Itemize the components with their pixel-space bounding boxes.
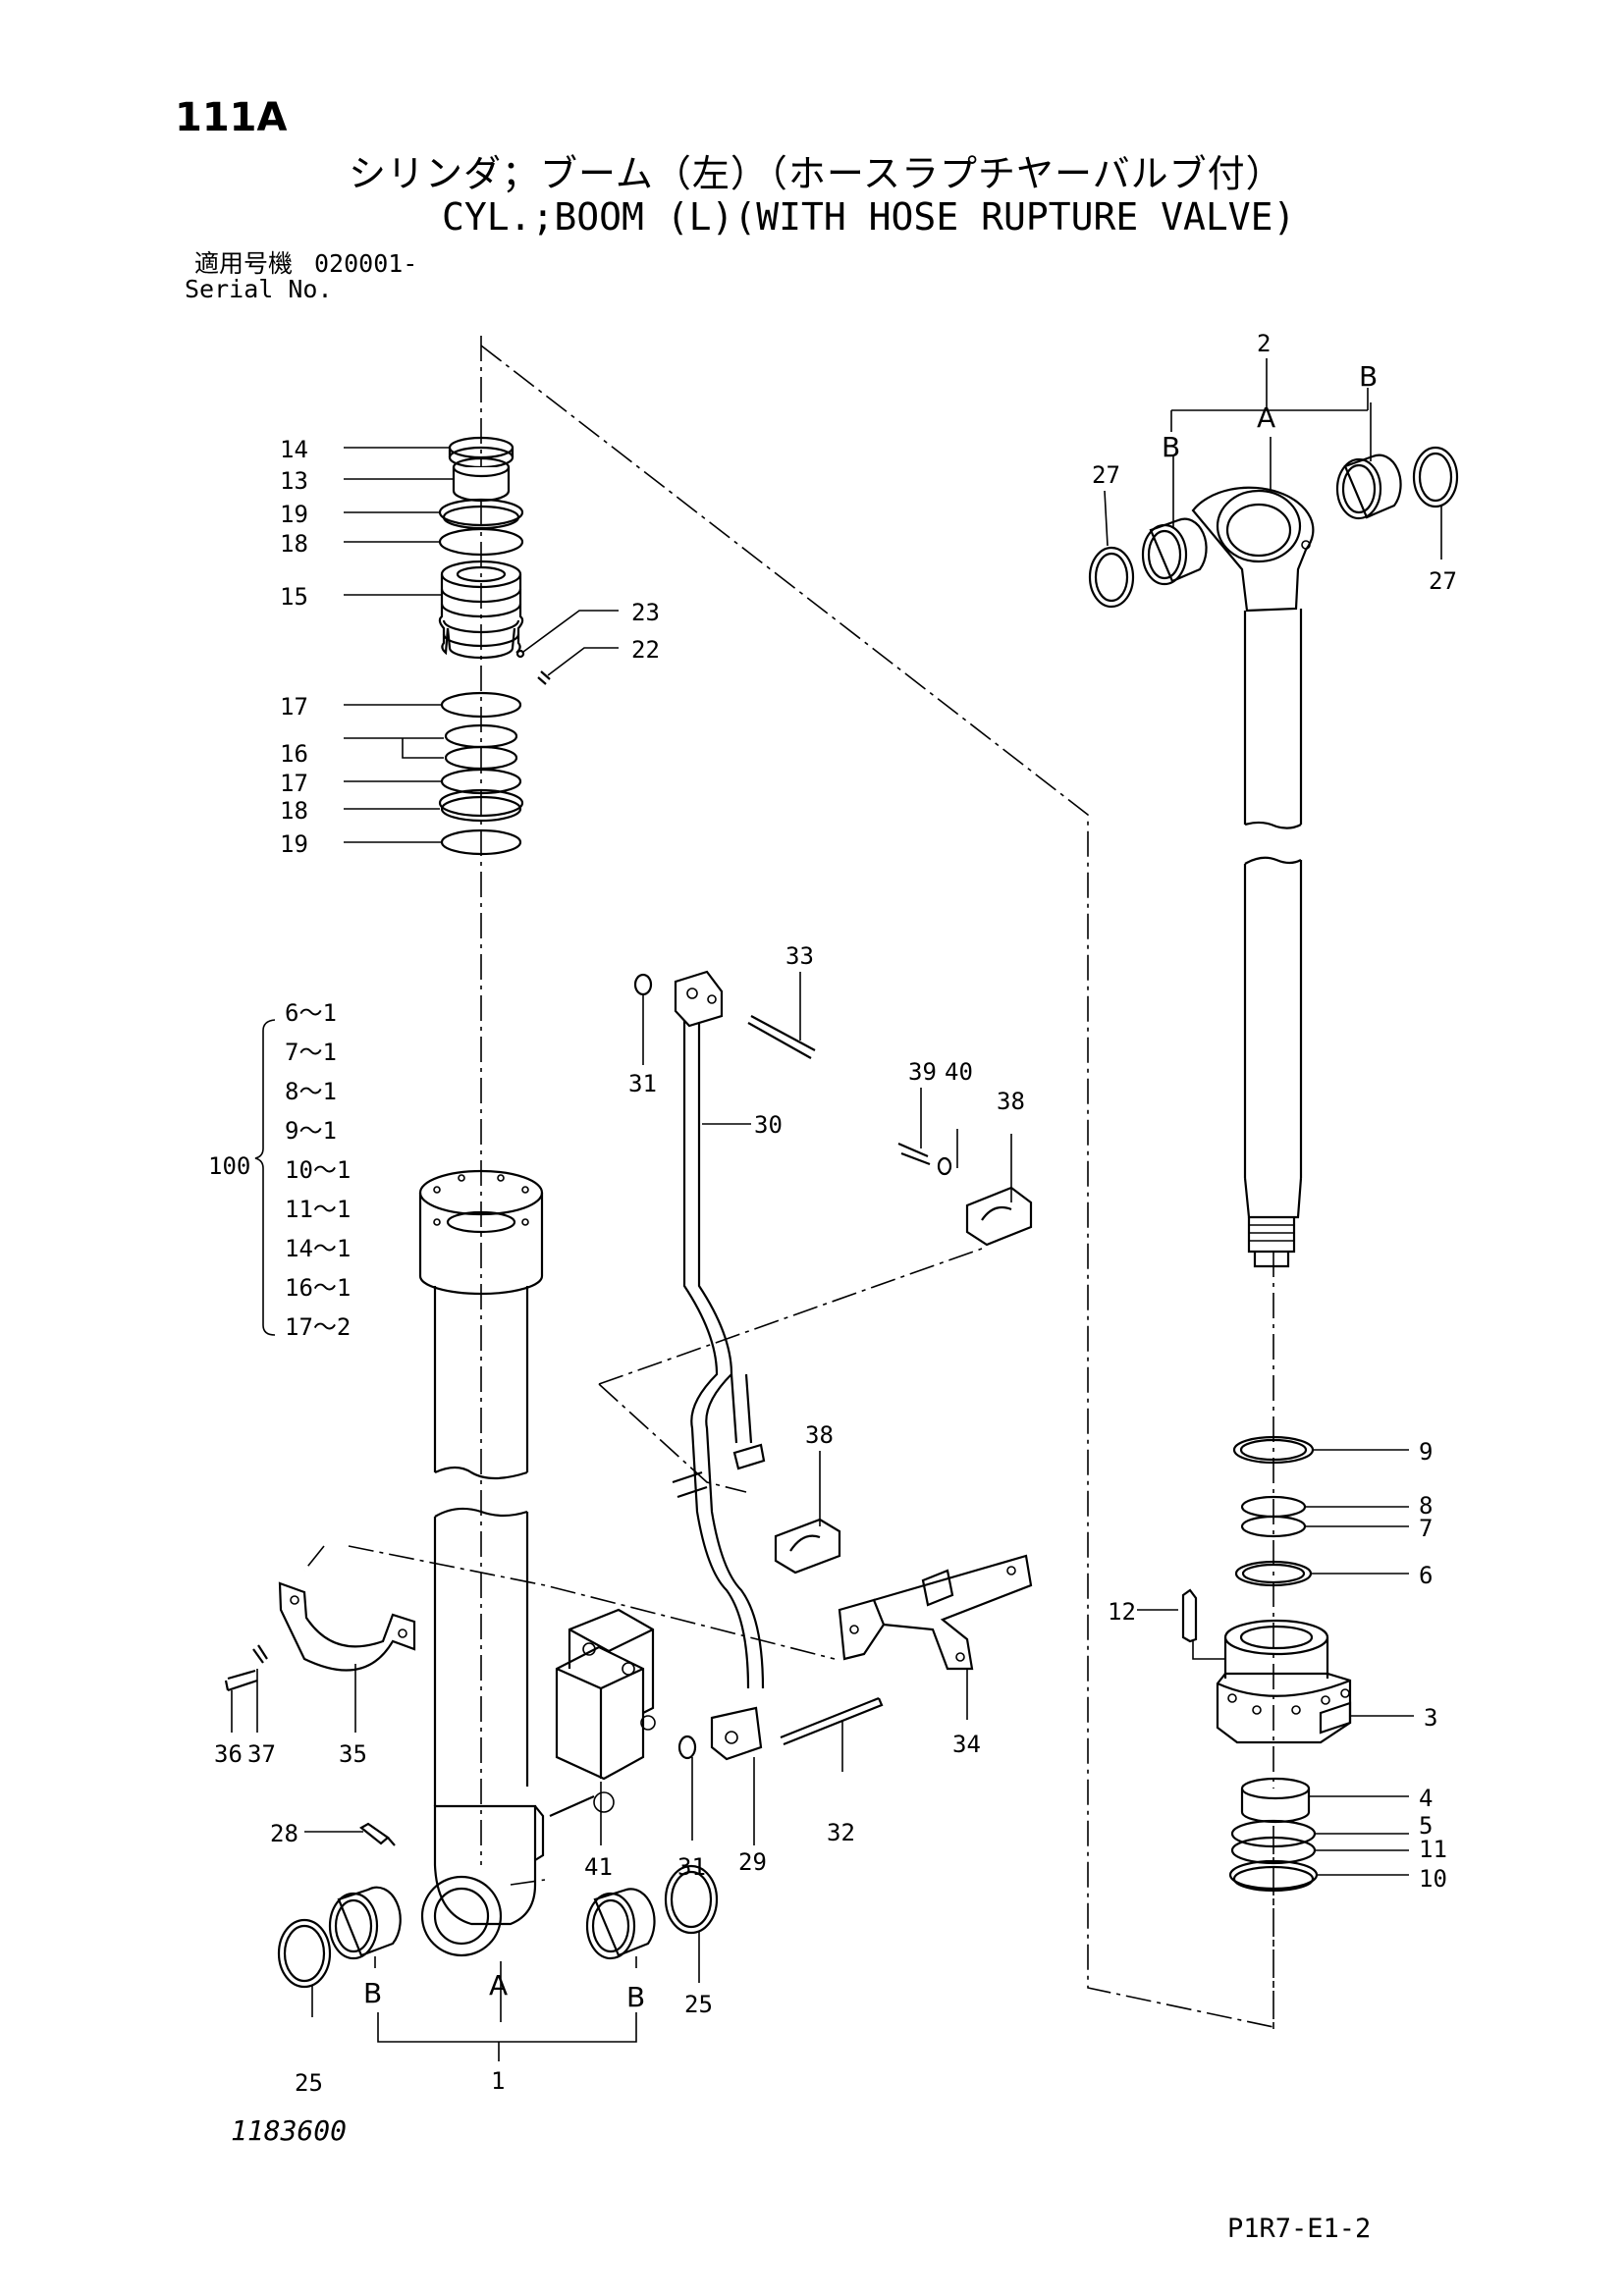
- callout-19: 19: [280, 501, 308, 528]
- callout-29: 29: [738, 1848, 767, 1876]
- callout-27: 27: [1092, 461, 1120, 489]
- callout-19: 19: [280, 830, 308, 858]
- callout-2: 2: [1257, 330, 1271, 357]
- letter-b-top-left: B: [1162, 431, 1180, 463]
- callout-16: 16: [280, 740, 308, 768]
- kit-item: 7～1: [285, 1039, 337, 1066]
- callout-1: 1: [491, 2067, 505, 2095]
- callout-34: 34: [952, 1731, 981, 1758]
- kit-item: 11～1: [285, 1196, 351, 1223]
- drawing-number: 1183600: [231, 2114, 348, 2147]
- page-title-japanese: シリンダ；ブーム（左）（ホースラプチヤーバルブ付）: [349, 152, 1284, 195]
- callout-17: 17: [280, 693, 308, 721]
- kit-item: 6～1: [285, 999, 337, 1027]
- callout-17: 17: [280, 770, 308, 797]
- callout-11: 11: [1419, 1836, 1447, 1863]
- callout-27: 27: [1429, 567, 1457, 595]
- callout-5: 5: [1419, 1812, 1433, 1840]
- callout-100: 100: [208, 1152, 250, 1180]
- kit-item: 14～1: [285, 1235, 351, 1262]
- callout-40: 40: [945, 1058, 973, 1086]
- callout-32: 32: [827, 1819, 855, 1846]
- callout-10: 10: [1419, 1865, 1447, 1893]
- callout-36: 36: [214, 1740, 243, 1768]
- callout-37: 37: [247, 1740, 276, 1768]
- rod-head-parts: [438, 436, 551, 856]
- callout-35: 35: [339, 1740, 367, 1768]
- page-code: P1R7-E1-2: [1227, 2214, 1372, 2244]
- clamp-35: [224, 1581, 416, 1692]
- bracket-34: [838, 1554, 1033, 1671]
- callout-8: 8: [1419, 1492, 1433, 1520]
- callout-25: 25: [684, 1991, 713, 2018]
- callout-7: 7: [1419, 1515, 1433, 1542]
- callout-39: 39: [908, 1058, 937, 1086]
- callout-38: 38: [805, 1421, 834, 1449]
- callout-25: 25: [295, 2069, 323, 2097]
- callout-9: 9: [1419, 1438, 1433, 1466]
- center-lines: [303, 336, 1274, 2032]
- callout-18: 18: [280, 797, 308, 825]
- callout-numbers: 14 13 19 18 15 23 22 17 16 17 18 19 100 …: [208, 330, 1457, 2097]
- callout-18: 18: [280, 530, 308, 558]
- serial-label-english: Serial No.: [185, 275, 333, 303]
- letter-b-top-right: B: [1359, 360, 1378, 393]
- callout-4: 4: [1419, 1785, 1433, 1812]
- page-number: 111A: [175, 95, 288, 140]
- kit-item: 10～1: [285, 1156, 351, 1184]
- pipe-clamps: [774, 1142, 1033, 1575]
- letter-a-top: A: [1257, 401, 1275, 434]
- callout-28: 28: [270, 1820, 298, 1847]
- callout-13: 13: [280, 467, 308, 495]
- letter-b-bottom-right: B: [626, 1981, 645, 2013]
- hose-rupture-valve: [549, 1608, 656, 1818]
- position-letters: A B B A B B: [363, 360, 1378, 2013]
- callout-31: 31: [628, 1070, 657, 1097]
- kit-item: 17～2: [285, 1313, 351, 1341]
- callout-6: 6: [1419, 1562, 1433, 1589]
- callout-30: 30: [754, 1111, 783, 1139]
- kit-item: 8～1: [285, 1078, 337, 1105]
- callout-12: 12: [1108, 1598, 1136, 1626]
- grease-fitting: [359, 1822, 396, 1846]
- page-title-english: CYL.;BOOM (L)(WITH HOSE RUPTURE VALVE): [442, 195, 1296, 239]
- cylinder-tube: [418, 1169, 545, 1957]
- kit-item: 16～1: [285, 1274, 351, 1302]
- piston-rod: [1191, 486, 1315, 1268]
- callout-31: 31: [677, 1853, 706, 1881]
- callout-3: 3: [1424, 1704, 1437, 1732]
- serial-label-japanese: 適用号機: [194, 249, 294, 278]
- letter-a-bottom: A: [489, 1969, 508, 2002]
- callout-22: 22: [631, 636, 660, 664]
- callout-15: 15: [280, 583, 308, 611]
- flange-parts-lower: [677, 1696, 884, 1761]
- rod-end-bushings-2: [1088, 446, 1459, 609]
- callout-33: 33: [785, 942, 814, 970]
- leader-lines: [231, 358, 1442, 2061]
- serial-number-value: 020001-: [314, 249, 418, 278]
- callout-41: 41: [584, 1853, 613, 1881]
- pipe-30: [633, 970, 816, 1689]
- callout-38: 38: [997, 1088, 1025, 1115]
- kit-item: 9～1: [285, 1117, 337, 1145]
- callout-23: 23: [631, 599, 660, 626]
- rod-end-bushings-1: [277, 1864, 719, 1989]
- letter-b-bottom-left: B: [363, 1977, 382, 2009]
- callout-14: 14: [280, 436, 308, 463]
- piston-parts: [1181, 1435, 1352, 1893]
